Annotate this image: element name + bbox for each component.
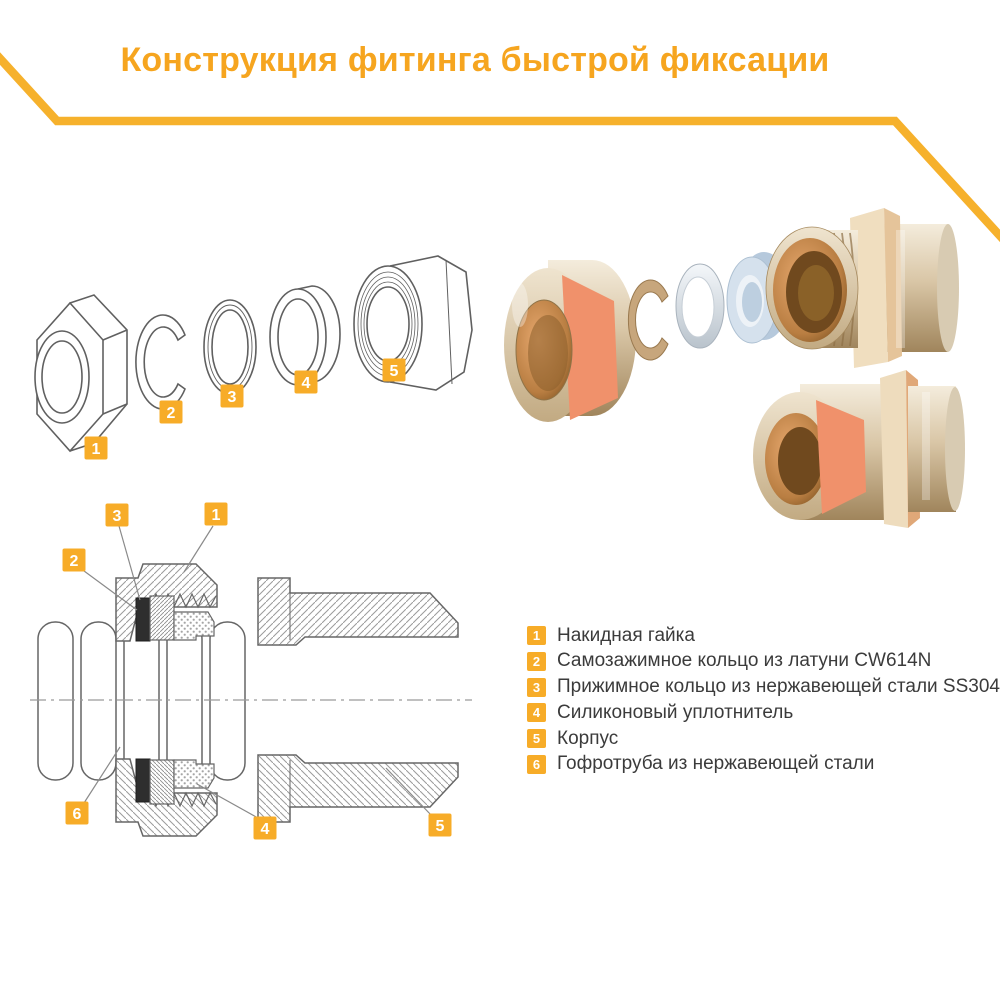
corrugated-tube-section (37, 621, 246, 781)
exploded-badge-3: 3 (220, 384, 244, 408)
legend-label-6: Гофротруба из нержавеющей стали (557, 753, 875, 775)
legend-badge-2: 2 (527, 651, 546, 671)
section-badge-1: 1 (204, 502, 228, 526)
legend-label-4: Силиконовый уплотнитель (557, 701, 794, 723)
svg-text:1: 1 (212, 507, 221, 524)
seal-outline (269, 285, 341, 386)
legend-label-3: Прижимное кольцо из нержавеющей стали SS… (557, 676, 1000, 698)
photo-seal (726, 252, 790, 344)
section-badge-4: 4 (253, 816, 277, 840)
photo-assembled (753, 370, 965, 528)
legend-badge-3: 3 (527, 677, 546, 697)
exploded-badge-4: 4 (294, 370, 318, 394)
body-outline (353, 255, 473, 391)
exploded-line-drawing (34, 255, 473, 453)
svg-text:3: 3 (113, 508, 122, 525)
photo-press-ring (675, 263, 725, 349)
exploded-badge-2: 2 (159, 400, 183, 424)
legend-badge-5: 5 (527, 729, 546, 749)
section-badge-6: 6 (65, 801, 89, 825)
legend: 1 Накидная гайка 2 Самозажимное кольцо и… (527, 624, 1000, 781)
section-badges: 3 1 2 6 4 (62, 502, 452, 840)
svg-text:5: 5 (390, 363, 399, 380)
photo-nut (504, 260, 636, 422)
legend-label-5: Корпус (557, 727, 619, 749)
svg-text:6: 6 (73, 806, 82, 823)
legend-item-5: 5 Корпус (527, 727, 1000, 749)
svg-text:5: 5 (436, 818, 445, 835)
section-badge-5: 5 (428, 813, 452, 837)
legend-label-2: Самозажимное кольцо из латуни CW614N (557, 650, 932, 672)
svg-text:4: 4 (261, 821, 270, 838)
exploded-badges: 1 2 3 4 5 (84, 358, 406, 460)
svg-text:1: 1 (92, 441, 101, 458)
legend-badge-4: 4 (527, 703, 546, 723)
press-ring-outline (203, 299, 257, 395)
section-badge-3: 3 (105, 503, 129, 527)
leader-lines (79, 525, 433, 819)
legend-badge-6: 6 (527, 754, 546, 774)
section-badge-2: 2 (62, 548, 86, 572)
clamp-ring-outline (135, 314, 186, 410)
exploded-badge-5: 5 (382, 358, 406, 382)
decorative-accent-line (0, 52, 1000, 243)
photo-body (765, 208, 959, 368)
svg-text:2: 2 (167, 405, 176, 422)
legend-item-4: 4 Силиконовый уплотнитель (527, 701, 1000, 723)
photo-clamp-ring (627, 279, 669, 361)
svg-text:3: 3 (228, 389, 237, 406)
legend-item-6: 6 Гофротруба из нержавеющей стали (527, 753, 1000, 775)
photo-exploded (504, 208, 959, 422)
section-drawing: 3 1 2 6 4 (30, 502, 472, 840)
legend-item-3: 3 Прижимное кольцо из нержавеющей стали … (527, 676, 1000, 698)
legend-label-1: Накидная гайка (557, 624, 695, 646)
page-title: Конструкция фитинга быстрой фиксации (120, 41, 830, 79)
svg-text:4: 4 (302, 375, 311, 392)
nut-outline (34, 294, 128, 453)
legend-badge-1: 1 (527, 626, 546, 645)
exploded-badge-1: 1 (84, 436, 108, 460)
legend-item-2: 2 Самозажимное кольцо из латуни CW614N (527, 650, 1000, 672)
svg-text:2: 2 (70, 553, 79, 570)
legend-item-1: 1 Накидная гайка (527, 624, 1000, 646)
